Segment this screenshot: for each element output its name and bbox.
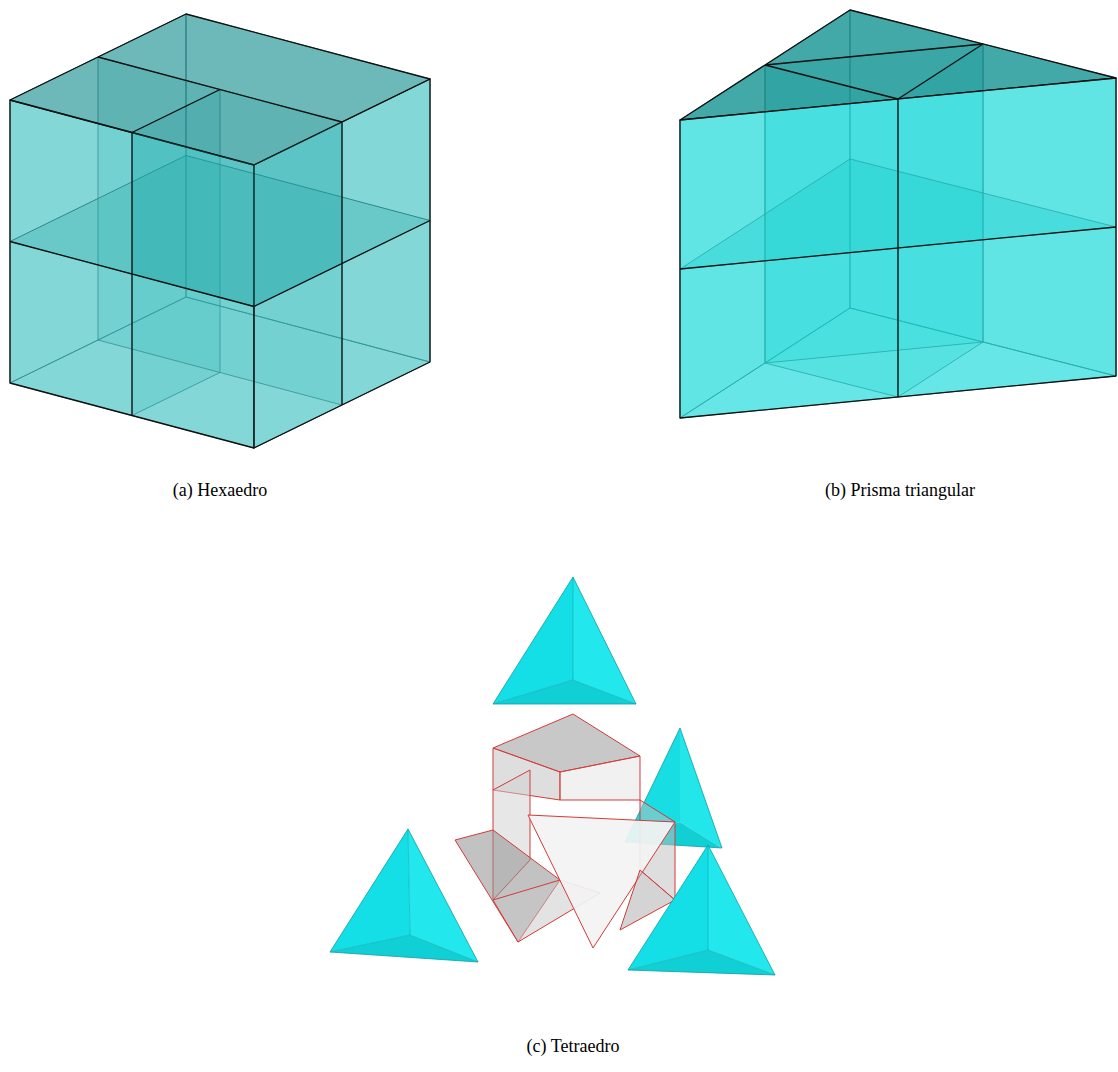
tetrahedron-piece — [330, 829, 478, 962]
hexahedron-figure — [10, 14, 430, 448]
prism-figure — [680, 10, 1116, 418]
tetrahedron-piece — [628, 845, 775, 975]
tetrahedra-figure — [330, 577, 775, 975]
sub-caption: (a) Hexaedro — [173, 480, 267, 502]
sub-caption: (c) Tetraedro — [527, 1036, 620, 1058]
tetrahedron-piece — [493, 577, 636, 704]
sub-caption: (b) Prisma triangular — [825, 480, 975, 502]
octahedron-piece — [455, 714, 675, 948]
